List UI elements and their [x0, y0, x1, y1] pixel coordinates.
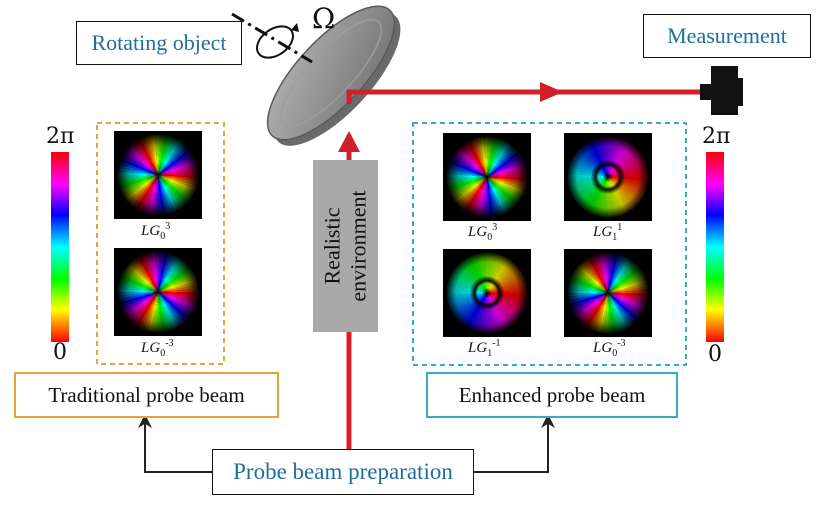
preparation-connectors: [138, 414, 555, 473]
traditional-frame: [96, 122, 225, 365]
colorbar-right-max: 2π: [702, 124, 731, 149]
mode-image-traditional-2: [114, 248, 202, 336]
mode-image-traditional-1: [114, 131, 202, 219]
environment-line-1: Realistic: [319, 207, 345, 285]
environment-line-2: environment: [345, 190, 371, 302]
colorbar-left-min: 0: [53, 340, 67, 365]
rotating-disk: [266, 5, 401, 146]
mode-image-enhanced-3: [443, 249, 531, 337]
mode-label-enhanced-4: LG0-3: [593, 338, 626, 359]
rotating-object-label: Rotating object: [76, 21, 242, 65]
mode-label-enhanced-1: LG03: [468, 222, 498, 243]
enhanced-probe-beam-label: Enhanced probe beam: [426, 372, 678, 418]
colorbar-right: [706, 152, 724, 342]
realistic-environment-box: Realistic environment: [313, 160, 378, 332]
colorbar-left-max: 2π: [46, 124, 75, 149]
mode-image-enhanced-4: [564, 249, 652, 337]
probe-beam-preparation-label: Probe beam preparation: [212, 449, 474, 495]
measurement-label: Measurement: [643, 14, 811, 58]
traditional-probe-beam-label: Traditional probe beam: [14, 372, 279, 418]
mode-label-enhanced-3: LG1-1: [468, 338, 501, 359]
mode-label-enhanced-2: LG11: [593, 222, 623, 243]
mode-label-traditional-2: LG0-3: [141, 338, 174, 359]
camera-icon: [700, 66, 743, 115]
mode-image-enhanced-1: [443, 133, 531, 221]
colorbar-left: [51, 152, 69, 342]
omega-symbol: Ω: [312, 2, 336, 35]
mode-label-traditional-1: LG03: [141, 221, 171, 242]
colorbar-right-min: 0: [708, 342, 722, 367]
mode-image-enhanced-2: [564, 133, 652, 221]
rotation-axis: [231, 12, 313, 64]
enhanced-frame: [412, 122, 687, 366]
mode-images: [114, 131, 652, 337]
